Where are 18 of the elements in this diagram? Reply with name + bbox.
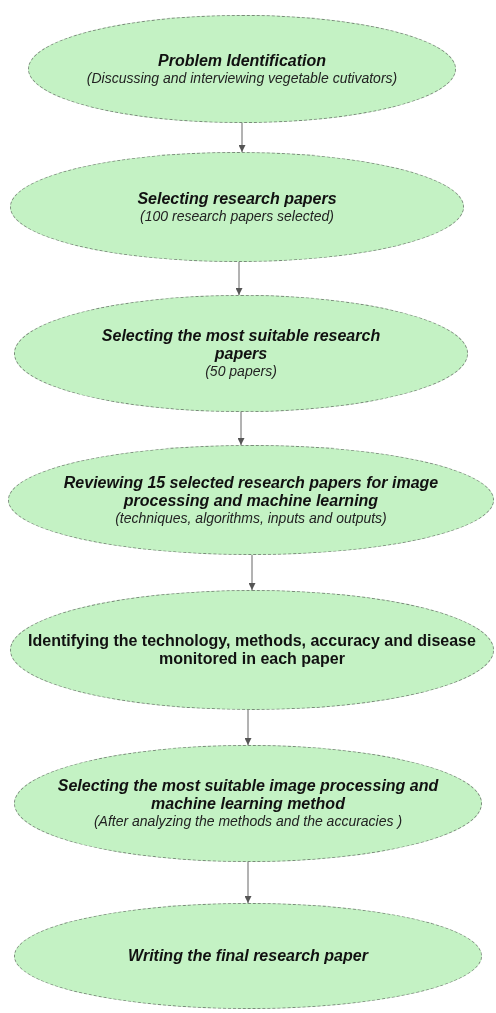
step-title: Selecting the most suitable research papers — [100, 327, 382, 363]
step-title: Writing the final research paper — [128, 947, 368, 965]
step-note: (techniques, algorithms, inputs and outputs) — [115, 509, 387, 527]
step-note: (50 papers) — [205, 363, 277, 380]
arrow — [238, 122, 246, 153]
arrow — [244, 861, 252, 904]
step-title: Selecting the most suitable image processing and machine learning method — [56, 777, 440, 813]
step-title: Problem Identification — [158, 51, 326, 70]
step-note: (100 research papers selected) — [140, 207, 334, 225]
arrow — [244, 709, 252, 746]
arrow — [237, 411, 245, 446]
step-title: Selecting research papers — [137, 189, 337, 208]
step-title: Identifying the technology, methods, accuracy and disease monitored in each paper — [27, 632, 477, 668]
step-note: (Discussing and interviewing vegetable cutivators) — [86, 69, 398, 87]
arrow — [235, 261, 243, 296]
arrow — [248, 554, 256, 591]
step-title: Reviewing 15 selected research papers for image processing and machine learning — [62, 473, 440, 510]
step-note: (After analyzing the methods and the accuracies ) — [93, 813, 403, 830]
